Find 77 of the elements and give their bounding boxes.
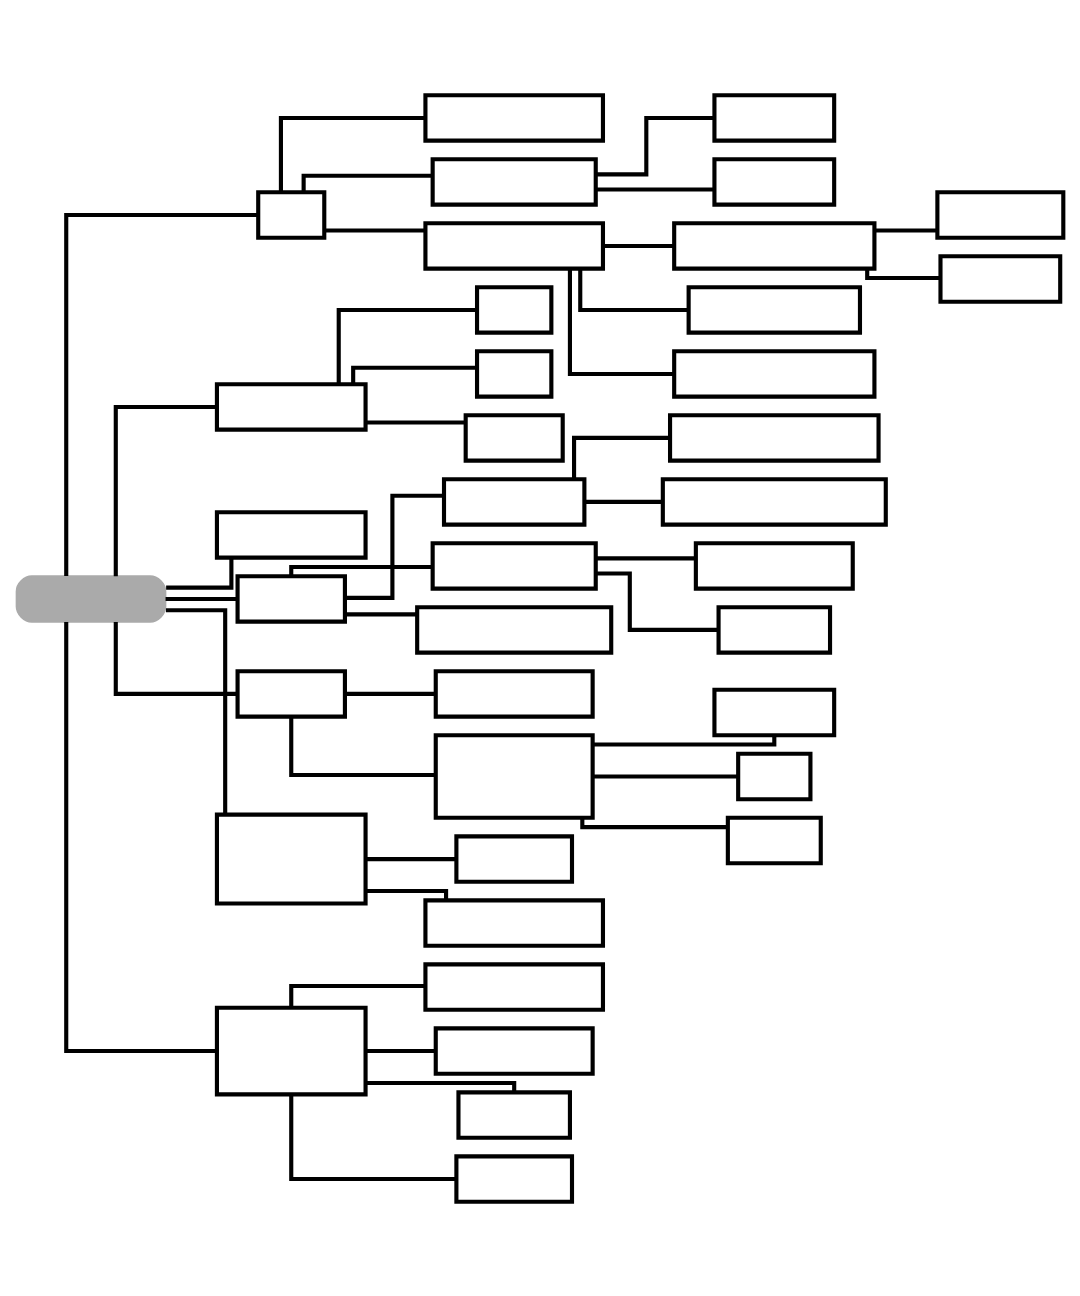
node-box (686, 284, 863, 335)
connector (351, 365, 477, 384)
connector (278, 115, 426, 191)
connector (580, 817, 728, 829)
node-box (433, 1025, 595, 1076)
connector (578, 268, 689, 312)
node-box (725, 815, 823, 865)
connector (572, 435, 670, 479)
node-box (474, 284, 554, 335)
node-box (463, 412, 565, 463)
node-box (415, 604, 614, 655)
connector (366, 1080, 517, 1092)
connector (113, 621, 237, 696)
node-box (712, 92, 837, 143)
connector (595, 555, 696, 560)
node-box (693, 540, 855, 591)
connector (289, 1094, 457, 1181)
connector (345, 691, 436, 696)
node-box (668, 412, 881, 463)
connector (366, 419, 466, 424)
node-bar (15, 574, 167, 623)
connector (592, 735, 777, 747)
node-box (214, 381, 368, 432)
connector (596, 115, 715, 176)
node-box (935, 189, 1066, 240)
node-box (430, 540, 598, 591)
connector (301, 173, 433, 192)
node-box (433, 668, 595, 719)
node-box (423, 961, 606, 1012)
connector (289, 564, 433, 576)
connector (366, 1048, 436, 1053)
node-box (214, 509, 368, 560)
node-box (712, 156, 837, 207)
node-box (433, 732, 595, 820)
connector (336, 307, 477, 383)
connector (595, 570, 719, 632)
node-box (256, 189, 327, 240)
node-box (214, 812, 368, 905)
node-box (938, 253, 1063, 304)
connector (584, 499, 663, 504)
node-box (423, 92, 606, 143)
node-box (716, 604, 833, 655)
connector (113, 404, 217, 576)
connector (366, 856, 457, 861)
node-box (736, 751, 813, 801)
node-box (672, 220, 877, 271)
node-box (454, 1153, 575, 1204)
connector (165, 607, 228, 815)
connector (345, 611, 417, 616)
connector (595, 186, 714, 192)
connector (592, 773, 738, 779)
node-box (423, 897, 606, 948)
node-box (235, 668, 347, 719)
node-box (235, 573, 347, 624)
connector (289, 716, 436, 777)
connector (874, 227, 938, 233)
connector (865, 268, 940, 280)
connector (289, 983, 425, 1007)
node-box (474, 348, 554, 399)
connector (64, 621, 217, 1053)
node-box (456, 1089, 572, 1140)
node-box (454, 833, 575, 884)
connector (166, 557, 234, 590)
connector (64, 212, 259, 576)
connector (325, 227, 425, 233)
connector (165, 596, 238, 601)
node-box (712, 687, 837, 737)
node-box (423, 220, 606, 271)
node-box (672, 348, 877, 399)
node-box (214, 1005, 368, 1096)
connector (345, 493, 444, 600)
node-box (660, 476, 888, 527)
node-box (441, 476, 587, 527)
node-box (430, 156, 598, 207)
connector (567, 268, 674, 376)
connector (365, 888, 449, 900)
connector (603, 243, 674, 248)
